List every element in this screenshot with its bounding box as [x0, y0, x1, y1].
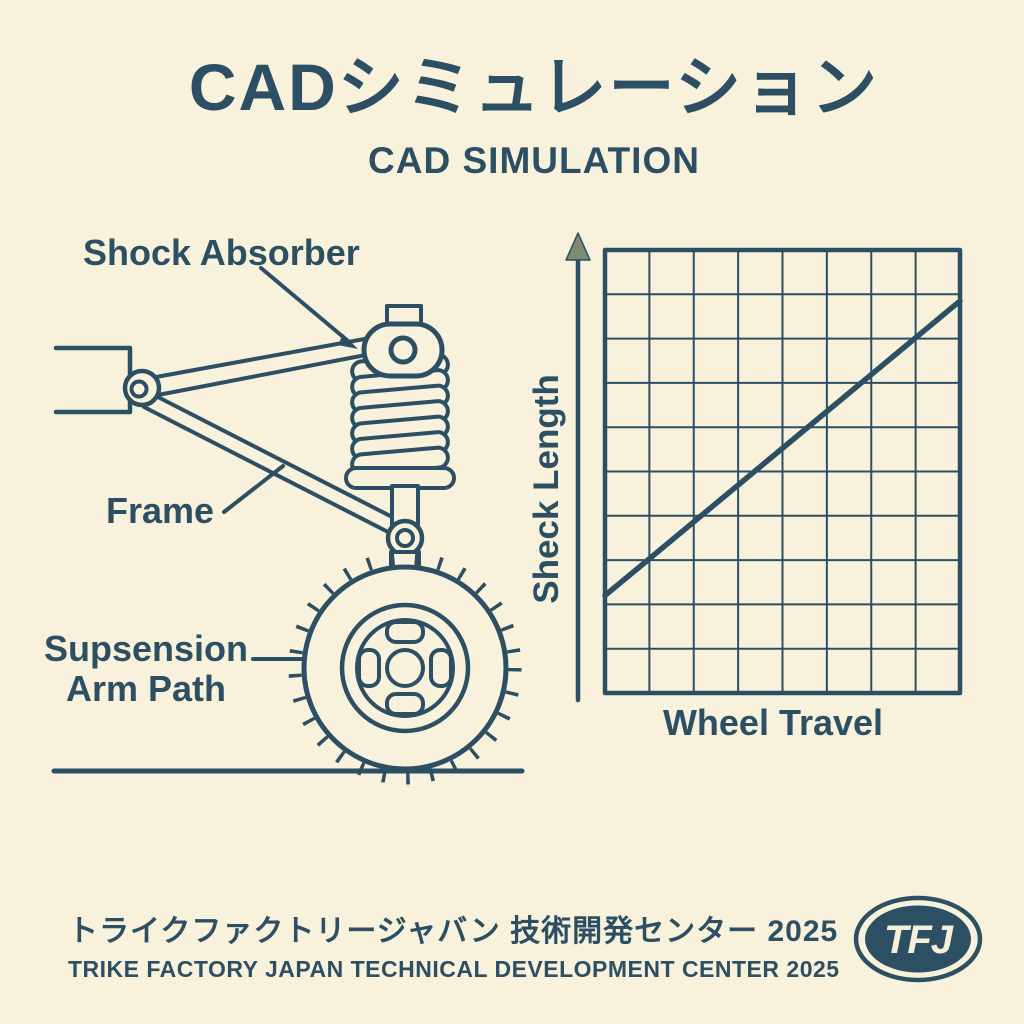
- suspension-diagram: [51, 266, 525, 785]
- hub: [385, 648, 425, 688]
- wheel: [288, 551, 522, 785]
- axis-arrow-icon: [565, 232, 591, 261]
- spoke-cutouts: [357, 620, 453, 716]
- frame-leader: [222, 464, 285, 514]
- chart-border: [602, 247, 963, 696]
- upper-arm: [154, 336, 378, 397]
- x-axis-label: Wheel Travel: [662, 702, 884, 743]
- footer-japanese-line: トライクファクトリージャバン 技術開発センター 2025: [68, 915, 839, 948]
- y-axis-label: Sheck Length: [527, 374, 566, 604]
- lower-arm: [142, 392, 400, 535]
- leader-arrowhead-icon: [338, 334, 358, 349]
- suspension-arm-path-label: Supsension Arm Path: [36, 629, 256, 709]
- suspension-arm-path-line2: Arm Path: [65, 668, 227, 709]
- tfj-badge: TFJ: [853, 895, 983, 983]
- header: CADシミュレーション CAD SIMULATION: [22, 0, 1024, 182]
- shock-absorber-label: Shock Absorber: [83, 232, 360, 273]
- shock-absorber-leader: [259, 266, 350, 343]
- page-subtitle: CAD SIMULATION: [368, 140, 700, 181]
- frame-label: Frame: [106, 490, 215, 531]
- badge-inner-fill: [865, 905, 971, 973]
- badge-label: TFJ: [884, 918, 954, 962]
- shock-chart: [565, 232, 963, 703]
- page-title: CADシミュレーション: [188, 50, 880, 124]
- chart-data-line: [602, 298, 963, 599]
- shock-absorber: [344, 304, 456, 570]
- chart-grid: [604, 249, 961, 694]
- frame-block: [53, 345, 133, 415]
- rim-outer: [339, 602, 471, 734]
- frame-pivot: [122, 368, 162, 408]
- suspension-arm-path-line1: Supsension: [43, 628, 249, 669]
- tire: [301, 564, 509, 772]
- leader-lines: [222, 266, 358, 661]
- badge-outer-ring: [853, 895, 983, 983]
- tire-tread: [288, 551, 522, 785]
- footer-english-line: TRIKE FACTORY JAPAN TECHNICAL DEVELOPMEN…: [68, 956, 840, 982]
